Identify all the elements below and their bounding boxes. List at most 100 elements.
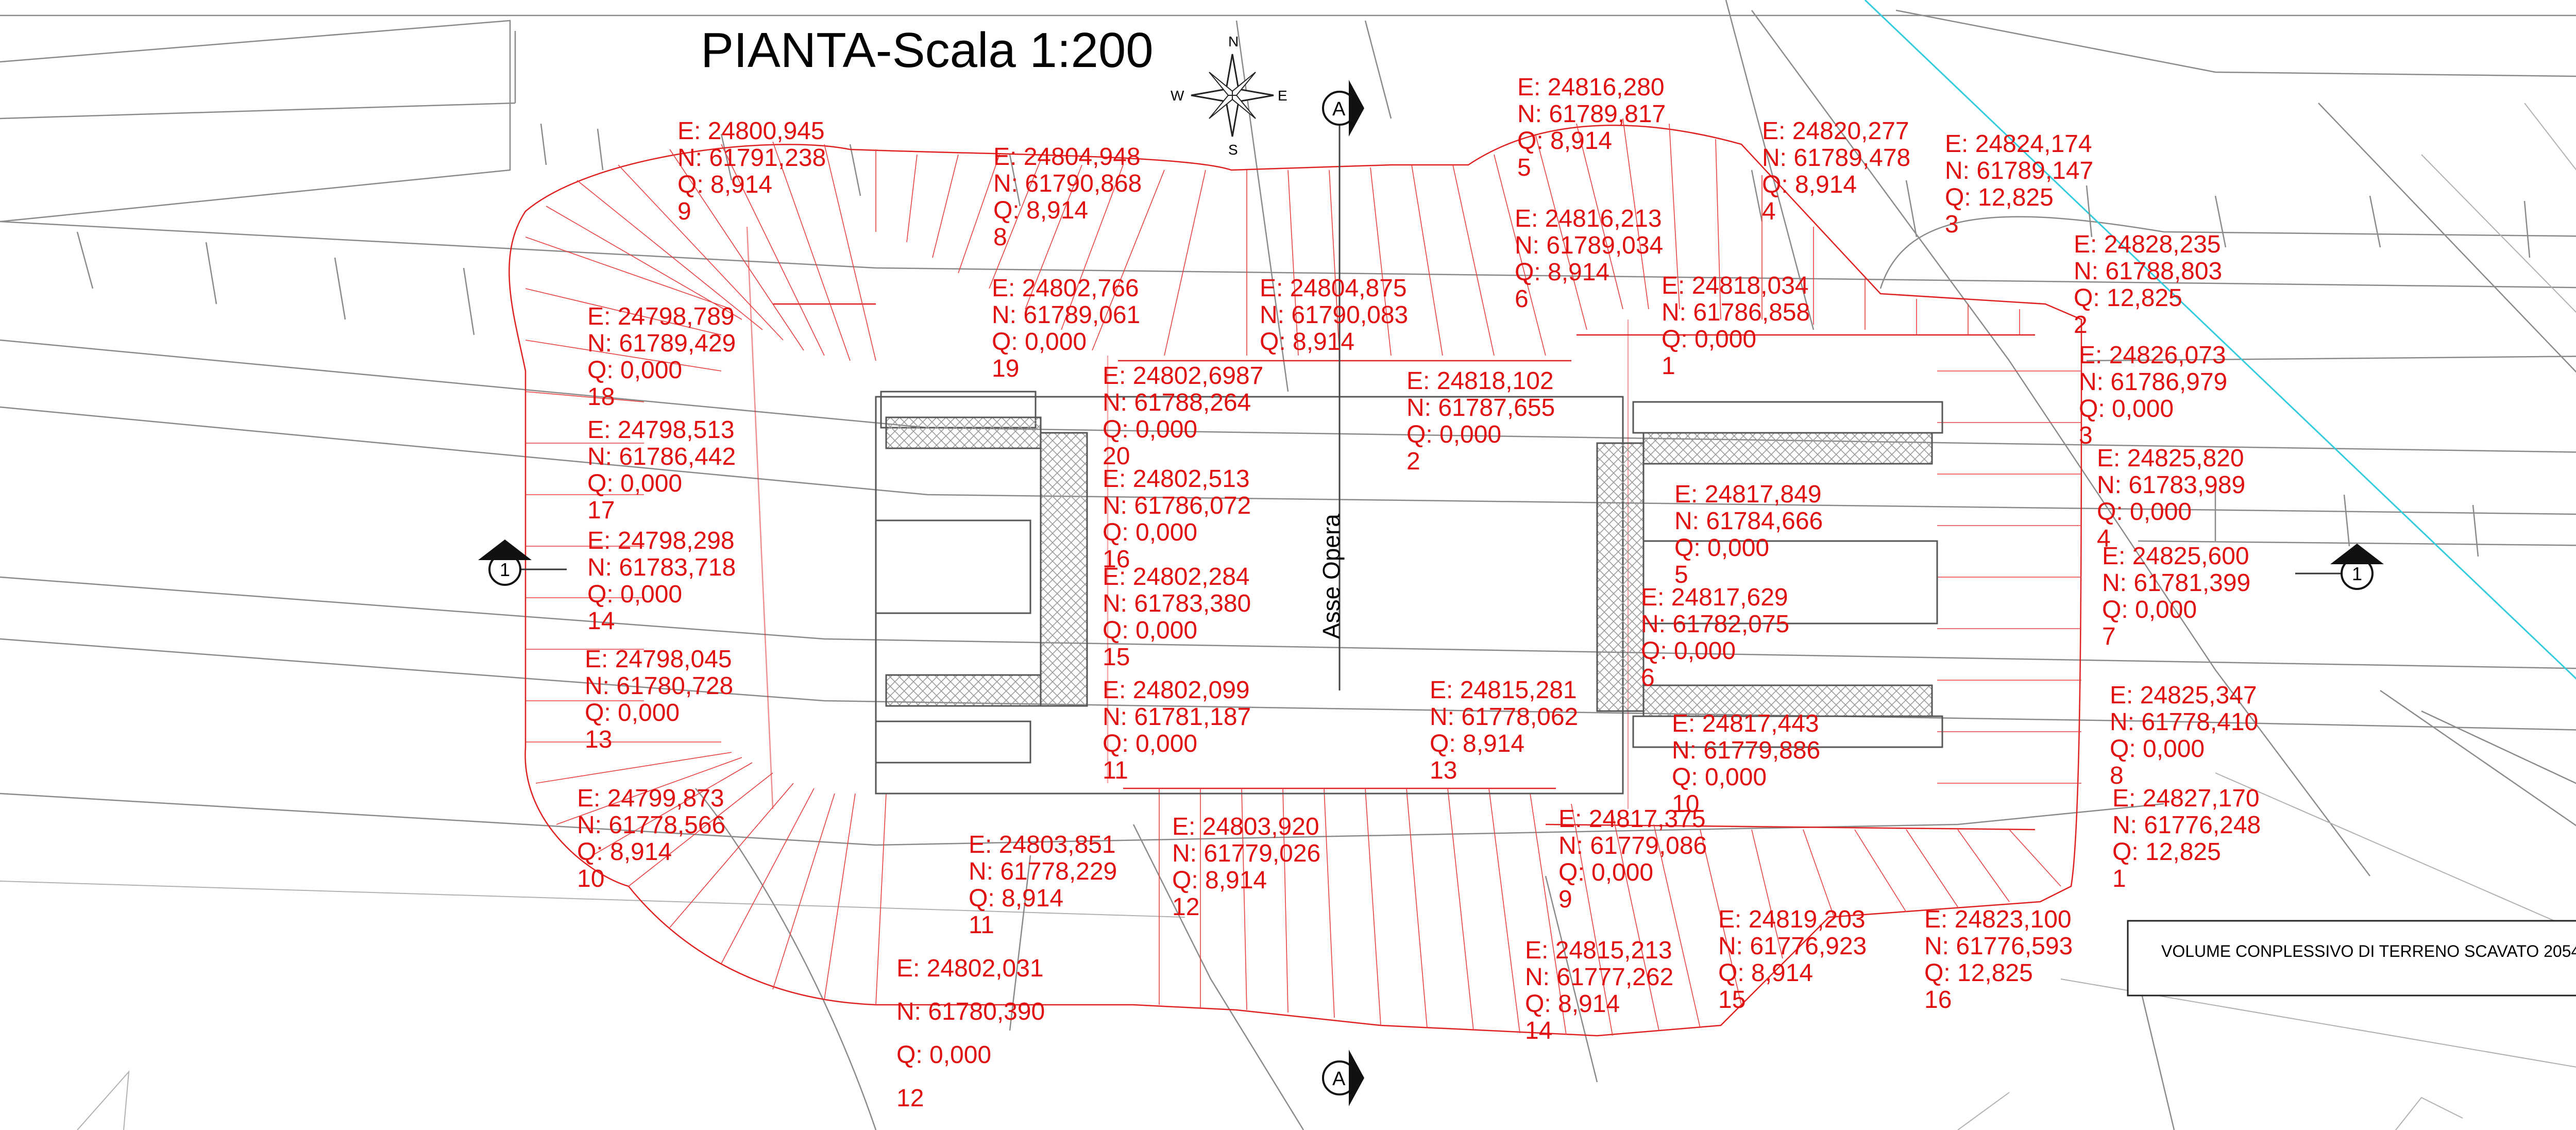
point-q-text: Q: 0,000	[1103, 416, 1197, 443]
point-q-text: Q: 12,825	[1945, 184, 2054, 211]
point-id-text: 13	[1430, 757, 1457, 784]
point-q-text: Q: 8,914	[1525, 990, 1620, 1018]
point-n-text: N: 61788,264	[1103, 389, 1251, 416]
point-e-text: E: 24825,820	[2097, 445, 2244, 472]
svg-text:A: A	[1332, 98, 1346, 120]
point-q-text: Q: 0,000	[896, 1041, 991, 1069]
point-e-text: E: 24818,034	[1662, 272, 1809, 299]
point-n-text: N: 61786,858	[1662, 299, 1810, 326]
point-e-text: E: 24826,073	[2079, 342, 2226, 369]
svg-text:A: A	[1332, 1068, 1346, 1090]
point-q-text: Q: 0,000	[587, 470, 682, 497]
section-marker-1-left: 1	[478, 539, 567, 586]
point-id-text: 19	[992, 355, 1019, 382]
compass-rose-icon: N E S W	[1171, 33, 1287, 158]
point-q-text: Q: 0,000	[1406, 421, 1501, 448]
point-e-text: E: 24802,513	[1103, 465, 1250, 493]
point-n-text: N: 61784,666	[1674, 508, 1823, 535]
point-id-text: 4	[1762, 198, 1776, 225]
point-e-text: E: 24825,347	[2110, 682, 2257, 709]
point-id-text: 8	[2110, 762, 2124, 789]
point-e-text: E: 24804,875	[1260, 275, 1407, 302]
point-q-text: Q: 0,000	[2079, 395, 2174, 423]
volume-box: VOLUME CONPLESSIVO DI TERRENO SCAVATO 20…	[2127, 920, 2576, 997]
point-q-text: Q: 0,000	[1103, 617, 1197, 644]
point-id-text: 12	[1172, 893, 1199, 921]
point-n-text: N: 61790,083	[1260, 301, 1408, 329]
point-e-text: E: 24818,102	[1406, 367, 1554, 395]
point-q-text: Q: 8,914	[1260, 328, 1354, 356]
point-q-text: Q: 0,000	[1662, 326, 1756, 353]
point-id-text: 18	[587, 383, 615, 411]
point-id-text: 3	[1945, 211, 1959, 238]
point-q-text: Q: 8,914	[1718, 959, 1813, 987]
slope-hachures	[525, 118, 2081, 1036]
point-e-text: E: 24803,851	[969, 831, 1116, 858]
point-n-text: N: 61781,399	[2102, 569, 2250, 597]
point-e-text: E: 24798,298	[587, 527, 735, 554]
point-id-text: 7	[2102, 623, 2116, 650]
point-q-text: Q: 0,000	[1558, 859, 1653, 886]
point-q-text: Q: 0,000	[1674, 534, 1769, 562]
point-e-text: E: 24802,766	[992, 275, 1139, 302]
point-n-text: N: 61789,429	[587, 330, 736, 357]
point-id-text: 10	[1672, 790, 1699, 818]
point-q-text: Q: 8,914	[577, 838, 672, 866]
point-id-text: 14	[587, 608, 615, 635]
svg-text:VOLUME CONPLESSIVO DI TERRENO: VOLUME CONPLESSIVO DI TERRENO SCAVATO 20…	[2161, 942, 2576, 960]
svg-text:E: E	[1278, 88, 1287, 104]
section-marker-a-top: A	[1322, 80, 1364, 137]
point-q-text: Q: 12,825	[1924, 959, 2033, 987]
point-q-text: Q: 0,000	[1103, 519, 1197, 546]
point-e-text: E: 24798,045	[585, 646, 732, 673]
point-n-text: N: 61787,655	[1406, 394, 1555, 421]
point-n-text: N: 61778,062	[1430, 703, 1578, 731]
point-id-text: 6	[1641, 664, 1655, 692]
point-q-text: Q: 0,000	[585, 699, 680, 727]
point-id-text: 1	[1662, 352, 1675, 380]
point-id-text: 14	[1525, 1017, 1552, 1044]
point-n-text: N: 61788,803	[2074, 258, 2222, 285]
svg-text:N: N	[1228, 33, 1239, 49]
point-e-text: E: 24815,213	[1525, 937, 1672, 964]
point-n-text: N: 61778,229	[969, 858, 1117, 885]
excavation-outline	[509, 124, 2082, 1037]
point-id-text: 15	[1103, 644, 1130, 671]
point-id-text: 2	[2074, 311, 2088, 339]
point-q-text: Q: 0,000	[1641, 637, 1736, 665]
point-e-text: E: 24802,031	[896, 955, 1044, 982]
structure	[875, 119, 1943, 795]
point-q-text: Q: 0,000	[587, 357, 682, 384]
point-e-text: E: 24798,513	[587, 416, 735, 444]
point-n-text: N: 61783,380	[1103, 590, 1251, 617]
point-q-text: Q: 8,914	[1517, 127, 1612, 155]
point-id-text: 11	[1103, 757, 1128, 784]
point-q-text: Q: 8,914	[993, 197, 1088, 224]
point-q-text: Q: 8,914	[1172, 867, 1267, 894]
section-marker-a-bottom: A	[1322, 1050, 1364, 1106]
point-e-text: E: 24817,629	[1641, 584, 1788, 611]
drawing-title: PIANTA-Scala 1:200	[701, 23, 1154, 78]
point-e-text: E: 24820,277	[1762, 117, 1909, 145]
point-n-text: N: 61782,075	[1641, 611, 1789, 638]
point-n-text: N: 61786,979	[2079, 368, 2227, 396]
